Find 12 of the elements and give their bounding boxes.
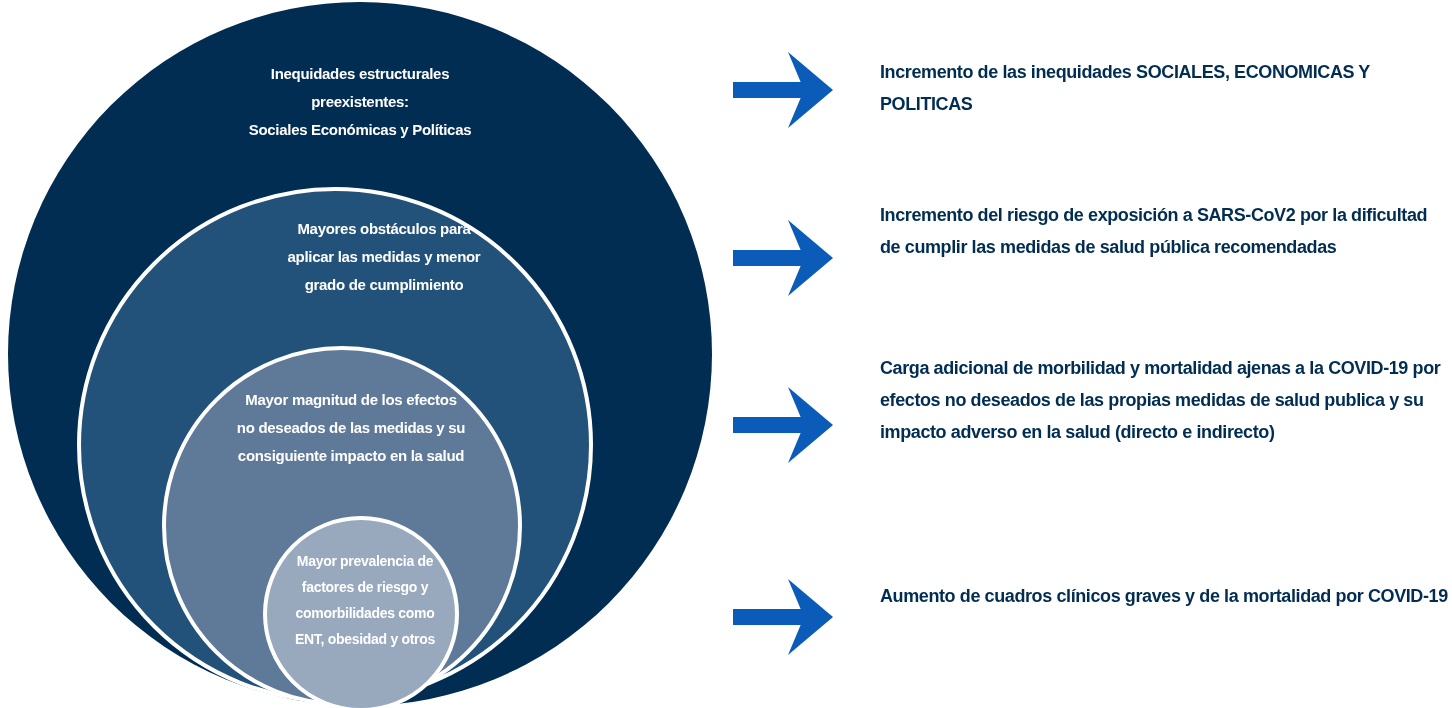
arrow xyxy=(733,52,833,128)
circle-heading: Inequidades estructurales preexistentes: xyxy=(269,64,451,112)
arrow xyxy=(733,220,833,296)
circle-text: Mayor magnitud de los efectos no deseados de las medidas y su consiguiente impacto en la salud xyxy=(236,390,466,466)
circle-text: Sociales Económicas y Políticas xyxy=(247,120,473,140)
outcome-text: Carga adicional de morbilidad y mortalidad ajenas a la COVID-19 por efectos no deseados de las propias medidas de salud publica y su impacto adverso en la salud (directo e indirecto) xyxy=(842,352,1450,448)
outcome-text: Incremento de las inequidades SOCIALES, ECONOMICAS Y POLITICAS xyxy=(842,56,1450,120)
outcome-text: Incremento del riesgo de exposición a SARS-CoV2 por la dificultad de cumplir las medidas de salud pública recomendadas xyxy=(842,199,1450,263)
arrow xyxy=(733,579,833,655)
arrow xyxy=(733,387,833,463)
circle-text: Mayor prevalencia de factores de riesgo y comorbilidades como ENT, obesidad y otros xyxy=(294,552,436,649)
outcome-text: Aumento de cuadros clínicos graves y de la mortalidad por COVID-19 xyxy=(842,580,1450,612)
